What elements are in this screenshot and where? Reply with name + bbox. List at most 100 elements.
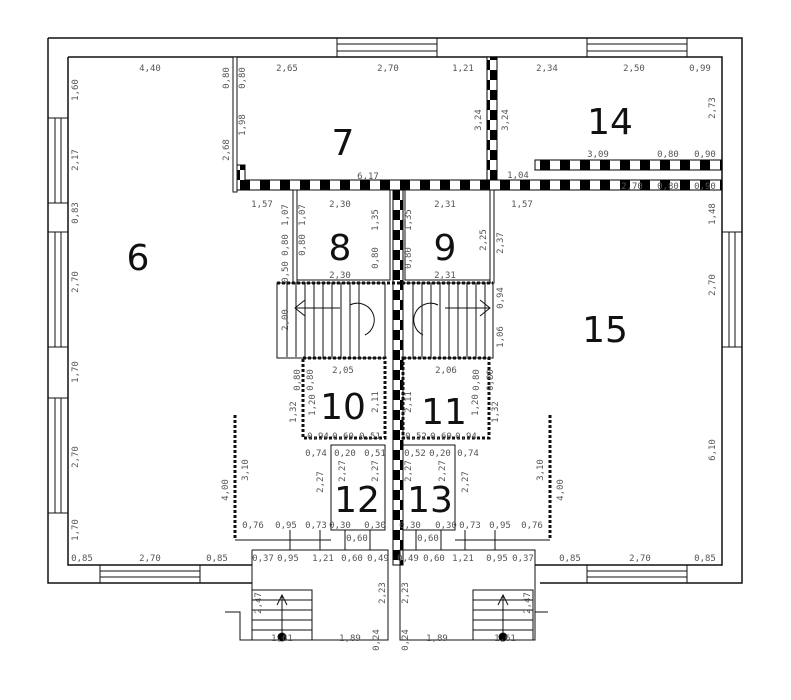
dimension-label: 0,80	[306, 369, 316, 391]
dimension-label: 0,94	[307, 432, 329, 442]
room-number: 7	[332, 123, 355, 164]
dimension-label: 0,37	[512, 554, 534, 564]
dimension-label: 0,30	[399, 521, 421, 531]
dimension-label: 2,06	[435, 366, 457, 376]
dimension-label: 0,52	[405, 432, 427, 442]
dimension-label: 6,17	[357, 172, 379, 182]
dimension-label: 0,83	[71, 202, 81, 224]
dimension-label: 3,24	[474, 109, 484, 131]
dimension-label: 2,70	[71, 446, 81, 468]
dimension-label: 0,30	[435, 521, 457, 531]
dimension-label: 0,51	[364, 449, 386, 459]
dimension-label: 2,11	[404, 391, 414, 413]
dimension-label: 0,80	[472, 369, 482, 391]
dimension-label: 1,07	[281, 204, 291, 226]
dimension-label: 0,74	[457, 449, 479, 459]
dimension-label: 0,85	[559, 554, 581, 564]
dimension-label: 0,99	[689, 64, 711, 74]
dimension-label: 0,94	[496, 287, 506, 309]
dimension-label: 2,70	[708, 274, 718, 296]
dimension-label: 0,80	[371, 247, 381, 269]
dimension-label: 0,80	[281, 234, 291, 256]
dimension-label: 0,85	[206, 554, 228, 564]
dimension-label: 2,27	[338, 460, 348, 482]
dimension-label: 1,70	[71, 519, 81, 541]
dimension-label: 1,06	[496, 326, 506, 348]
dimension-label: 2,27	[438, 460, 448, 482]
dimension-label: 0,94	[455, 432, 477, 442]
dimension-label: 3,24	[501, 109, 511, 131]
dimension-label: 2,05	[332, 366, 354, 376]
dimension-label: 0,80	[298, 234, 308, 256]
dimension-label: 1,57	[251, 200, 273, 210]
dimension-label: 1,70	[71, 361, 81, 383]
dimension-label: 2,37	[496, 232, 506, 254]
dimension-label: 0,20	[334, 449, 356, 459]
dimension-label: 1,04	[507, 171, 529, 181]
dimension-label: 0,30	[364, 521, 386, 531]
dimension-label: 4,00	[221, 479, 231, 501]
dimension-label: 2,34	[536, 64, 558, 74]
windows	[47, 37, 743, 584]
dimension-label: 2,23	[378, 582, 388, 604]
room-number: 13	[407, 480, 453, 521]
bearing-walls	[234, 56, 723, 566]
dimension-label: 2,30	[329, 271, 351, 281]
dimension-label: 0,60	[341, 554, 363, 564]
dimension-label: 1,32	[289, 401, 299, 423]
dimension-label: 0,95	[486, 554, 508, 564]
dimension-label: 3,10	[536, 459, 546, 481]
dimension-label: 0,76	[242, 521, 264, 531]
dimension-label: 2,70	[621, 182, 643, 192]
dimension-label: 1,32	[491, 401, 501, 423]
dimension-label: 0,76	[521, 521, 543, 531]
dimension-label: 3,09	[587, 150, 609, 160]
dimension-label: 0,80	[238, 67, 248, 89]
dimension-label: 6,10	[708, 439, 718, 461]
dimension-label: 0,73	[459, 521, 481, 531]
dimension-label: 1,21	[452, 64, 474, 74]
dimension-label: 2,25	[479, 229, 489, 251]
dimension-label: 1,21	[312, 554, 334, 564]
dimension-label: 1,61	[271, 634, 293, 644]
dimension-label: 2,47	[254, 592, 264, 614]
dimension-label: 2,70	[139, 554, 161, 564]
dimension-label: 0,85	[694, 554, 716, 564]
dimension-label: 1,89	[339, 634, 361, 644]
room-number: 9	[434, 228, 457, 269]
dimension-label: 0,60	[430, 432, 452, 442]
dimension-label: 2,27	[404, 460, 414, 482]
dimension-label: 2,30	[329, 200, 351, 210]
dimension-label: 2,73	[708, 97, 718, 119]
dimension-label: 0,80	[222, 67, 232, 89]
dimension-label: 0,80	[486, 369, 496, 391]
dimension-label: 0,80	[657, 182, 679, 192]
dimension-label: 1,57	[511, 200, 533, 210]
dimension-label: 2,70	[629, 554, 651, 564]
dimension-label: 1,89	[426, 634, 448, 644]
dimension-label: 0,85	[71, 554, 93, 564]
dimension-label: 1,61	[494, 634, 516, 644]
dimension-label: 2,27	[461, 471, 471, 493]
staircases	[251, 283, 534, 642]
partition-walls	[225, 56, 552, 641]
dimension-label: 0,30	[329, 521, 351, 531]
dimension-label: 0,95	[277, 554, 299, 564]
dimension-label: 0,60	[332, 432, 354, 442]
dimension-label: 0,50	[281, 261, 291, 283]
dimension-label: 0,37	[252, 554, 274, 564]
dimension-label: 2,65	[276, 64, 298, 74]
dimension-label: 0,90	[694, 150, 716, 160]
dimension-label: 0,95	[275, 521, 297, 531]
dimension-label: 0,80	[404, 247, 414, 269]
dimension-label: 0,60	[417, 534, 439, 544]
dimension-label: 4,40	[139, 64, 161, 74]
dimension-label: 2,27	[316, 471, 326, 493]
dimension-label: 1,35	[404, 209, 414, 231]
dimension-label: 2,50	[623, 64, 645, 74]
dimension-label: 0,74	[305, 449, 327, 459]
dimension-label: 2,70	[71, 271, 81, 293]
dimension-label: 2,11	[371, 391, 381, 413]
dimension-label: 2,68	[222, 139, 232, 161]
